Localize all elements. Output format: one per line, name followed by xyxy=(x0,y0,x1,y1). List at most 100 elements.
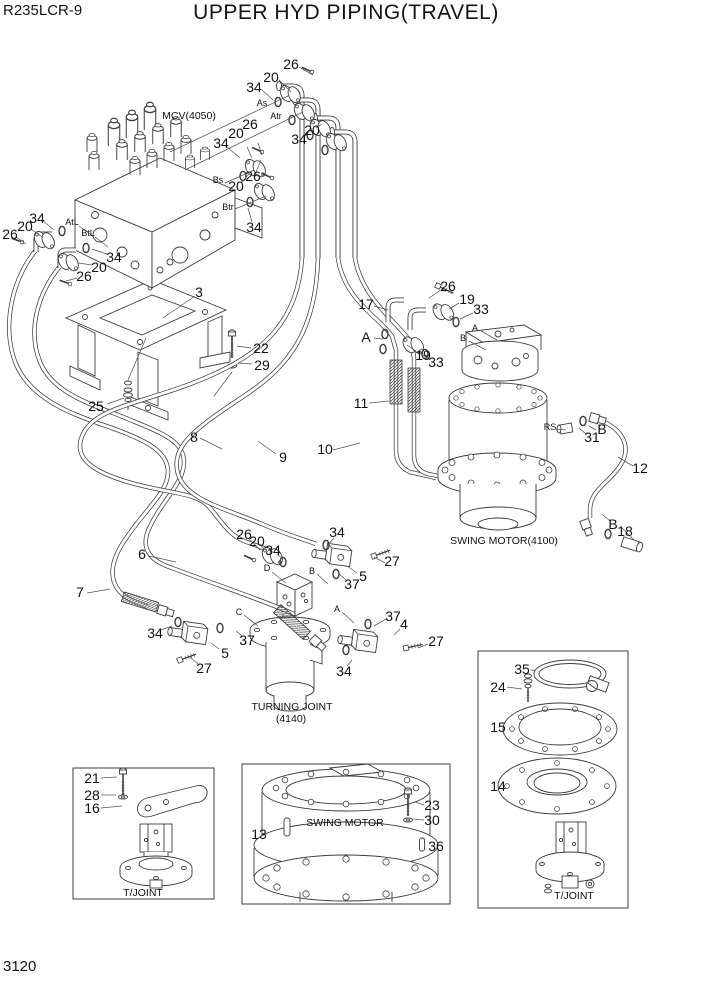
swing-motor-drawing xyxy=(437,324,574,531)
port-label-bs: Bs xyxy=(212,175,224,185)
part-callout-26: 26 xyxy=(236,526,252,542)
part-callout-4: 4 xyxy=(400,616,408,632)
part-callout-10: 10 xyxy=(317,441,333,457)
caption-4140: (4140) xyxy=(275,713,307,725)
pipe-group xyxy=(276,81,358,258)
part-callout-7: 7 xyxy=(76,584,84,600)
part-callout-33: 33 xyxy=(428,354,444,370)
port-label-atr: Atr xyxy=(270,111,282,121)
part-callout-20: 20 xyxy=(228,178,244,194)
caption-swing-motor: SWING MOTOR xyxy=(306,817,384,829)
port-label-as: As xyxy=(256,98,268,108)
pipe12-drawing xyxy=(579,412,644,553)
caption-t-joint: T/JOINT xyxy=(554,890,594,902)
detail-box-right xyxy=(477,650,629,909)
part-callout-26: 26 xyxy=(242,116,258,132)
part-callout-37: 37 xyxy=(344,576,360,592)
mcv-drawing xyxy=(73,101,263,289)
part-callout-26: 26 xyxy=(2,226,18,242)
part-callout-22: 22 xyxy=(253,340,269,356)
bracket-drawing xyxy=(64,279,237,421)
caption-swing-motor-4100: SWING MOTOR(4100) xyxy=(450,535,558,547)
page-title: UPPER HYD PIPING(TRAVEL) xyxy=(193,1,499,24)
port-label-c: C xyxy=(235,607,243,617)
part-callout-23: 23 xyxy=(424,797,440,813)
part-callout-36: 36 xyxy=(428,838,444,854)
part-callout-6: 6 xyxy=(138,546,146,562)
part-callout-24: 24 xyxy=(490,679,506,695)
part-callout-27: 27 xyxy=(384,553,400,569)
part-callout-20: 20 xyxy=(304,122,320,138)
part-callout-34: 34 xyxy=(246,79,262,95)
part-callout-34: 34 xyxy=(329,524,345,540)
port-label-atl: AtL xyxy=(65,217,79,227)
part-callout-34: 34 xyxy=(106,249,122,265)
part-callout-20: 20 xyxy=(91,259,107,275)
part-callout-9: 9 xyxy=(279,449,287,465)
caption-mcv-4050: MCV(4050) xyxy=(162,110,216,122)
detail-box-middle xyxy=(241,763,451,905)
part-callout-34: 34 xyxy=(336,663,352,679)
part-callout-26: 26 xyxy=(440,278,456,294)
part-callout-a: A xyxy=(361,329,371,345)
part-callout-26: 26 xyxy=(245,168,261,184)
part-callout-8: 8 xyxy=(190,429,198,445)
part-callout-20: 20 xyxy=(263,69,279,85)
port-label-a: A xyxy=(471,323,479,333)
part-callout-11: 11 xyxy=(353,395,369,411)
part-callout-19: 19 xyxy=(415,347,431,363)
page-number: 3120 xyxy=(3,958,37,975)
part-callout-20: 20 xyxy=(228,125,244,141)
caption-t-joint: T/JOINT xyxy=(123,887,163,899)
port-label-b: B xyxy=(459,333,467,343)
part-callout-31: 31 xyxy=(584,429,600,445)
port-label-rs: RS xyxy=(543,422,557,432)
part-callout-13: 13 xyxy=(251,826,267,842)
part-callout-26: 26 xyxy=(283,56,299,72)
part-callout-30: 30 xyxy=(424,812,440,828)
port-label-btl: BtL xyxy=(81,228,95,238)
turning-joint-drawing xyxy=(249,573,331,712)
part-callout-33: 33 xyxy=(473,301,489,317)
part-callout-20: 20 xyxy=(17,218,33,234)
part-callout-27: 27 xyxy=(428,633,444,649)
part-callout-28: 28 xyxy=(84,787,100,803)
part-callout-34: 34 xyxy=(291,131,307,147)
part-callout-19: 19 xyxy=(459,291,475,307)
part-callout-26: 26 xyxy=(76,268,92,284)
part-callout-b: B xyxy=(597,421,607,437)
detail-box-left xyxy=(72,767,215,900)
part-callout-5: 5 xyxy=(359,568,367,584)
part-callout-18: 18 xyxy=(617,523,633,539)
hose-group xyxy=(6,248,449,617)
part-callout-17: 17 xyxy=(358,296,374,312)
port-label-b: B xyxy=(308,566,316,576)
caption-turning-joint: TURNING JOINT xyxy=(251,701,333,713)
port-label-btr: Btr xyxy=(222,202,234,212)
part-callout-34: 34 xyxy=(213,135,229,151)
part-callout-34: 34 xyxy=(265,542,281,558)
part-callout-35: 35 xyxy=(514,661,530,677)
part-callout-3: 3 xyxy=(195,284,203,300)
port-label-d: D xyxy=(263,563,271,573)
part-callout-34: 34 xyxy=(147,625,163,641)
part-callout-25: 25 xyxy=(88,398,104,414)
part-callout-37: 37 xyxy=(385,608,401,624)
part-callout-27: 27 xyxy=(196,660,212,676)
part-callout-29: 29 xyxy=(254,357,270,373)
part-callout-14: 14 xyxy=(490,778,506,794)
part-callout-37: 37 xyxy=(239,632,255,648)
model-code: R235LCR-9 xyxy=(3,2,83,19)
part-callout-16: 16 xyxy=(84,800,100,816)
fitting-clusters xyxy=(10,64,460,664)
part-callout-34: 34 xyxy=(29,210,45,226)
part-callout-34: 34 xyxy=(246,219,262,235)
part-callout-12: 12 xyxy=(632,460,648,476)
part-callout-15: 15 xyxy=(490,719,506,735)
port-label-a: A xyxy=(333,604,341,614)
part-callout-5: 5 xyxy=(221,645,229,661)
part-callout-21: 21 xyxy=(84,770,100,786)
part-callout-b: B xyxy=(608,516,618,532)
